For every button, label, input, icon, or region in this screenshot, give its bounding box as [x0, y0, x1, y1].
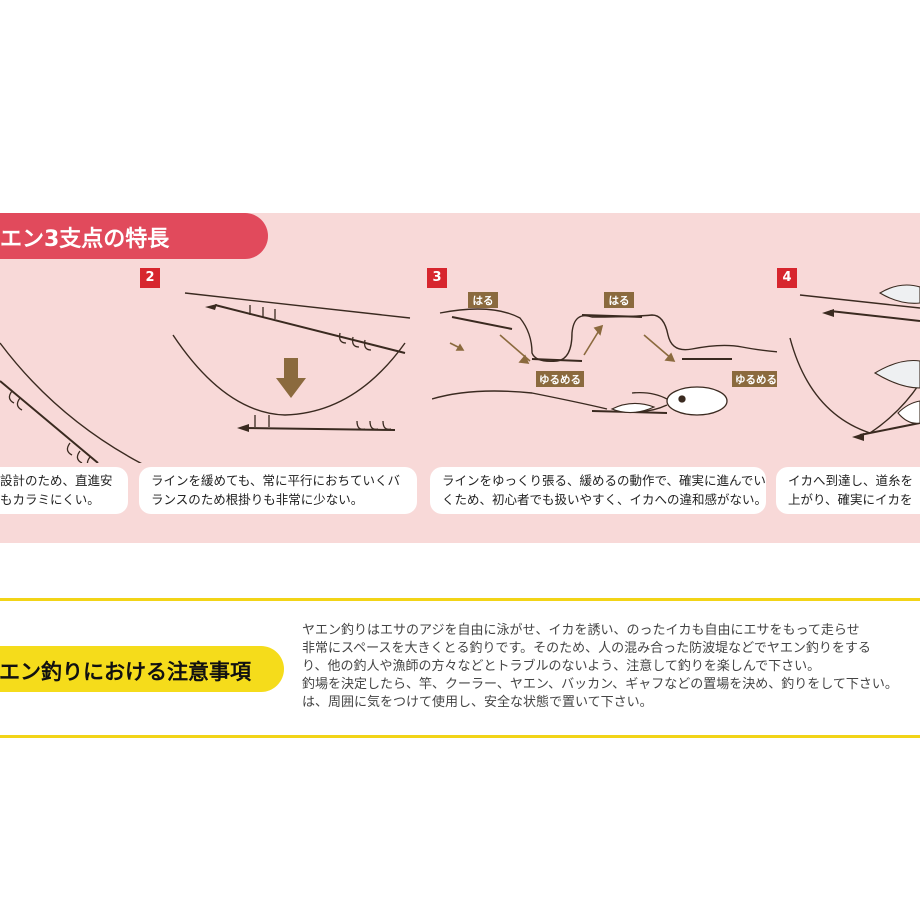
caution-title: ヤエン釣りにおける注意事項	[0, 660, 251, 684]
caution-title-pill: ヤエン釣りにおける注意事項	[0, 646, 284, 692]
svg-text:はる: はる	[473, 295, 494, 307]
caution-bottom-rule	[0, 735, 920, 738]
features-panel: ヤエン3支点の特長 2 3 4	[0, 213, 920, 543]
caution-top-rule	[0, 598, 920, 601]
caution-line: は、周囲に気をつけて使用し、安全な状態で置いて下さい。	[302, 695, 653, 710]
svg-text:はる: はる	[609, 295, 630, 307]
caution-line: り、他の釣人や漁師の方々などとトラブルのないよう、注意して釣りを楽しんで下さい。	[302, 659, 821, 674]
step-3-badge: 3	[427, 268, 447, 288]
caution-body: ヤエン釣りはエサのアジを自由に泳がせ、イカを誘い、のったイカも自由にエサをもって…	[302, 622, 920, 712]
step-1-description: 設計のため、直進安 もカラミにくい。	[0, 467, 128, 514]
caution-line: 非常にスペースを大きくとる釣りです。そのため、人の混み合った防波堤などでヤエン釣…	[302, 641, 871, 656]
fish-icon	[873, 284, 920, 389]
caution-line: ヤエン釣りはエサのアジを自由に泳がせ、イカを誘い、のったイカも自由にエサをもって…	[302, 623, 860, 638]
step-4-description: イカへ到達し、道糸を 上がり、確実にイカを	[776, 467, 920, 514]
caution-section: ヤエン釣りにおける注意事項 ヤエン釣りはエサのアジを自由に泳がせ、イカを誘い、の…	[0, 598, 920, 740]
pull-tag-1: はる	[468, 292, 498, 308]
caution-line: 釣場を決定したら、竿、クーラー、ヤエン、バッカン、ギャフなどの置場を決め、釣りを…	[302, 677, 898, 692]
step-2-description: ラインを緩めても、常に平行におちていくバ ランスのため根掛りも非常に少ない。	[139, 467, 417, 514]
step-4-diagram	[789, 284, 920, 441]
down-arrow-icon	[276, 358, 306, 398]
features-title-pill: ヤエン3支点の特長	[0, 213, 268, 259]
svg-text:ゆるめる: ゆるめる	[539, 374, 581, 386]
step-3-description: ラインをゆっくり張る、緩めるの動作で、確実に進んでい くため、初心者でも扱いやす…	[430, 467, 766, 514]
step-2-diagram	[172, 292, 411, 432]
step-1-diagram	[0, 342, 142, 463]
squid-icon	[631, 386, 728, 416]
loosen-tag-2: ゆるめる	[732, 371, 777, 387]
svg-text:ゆるめる: ゆるめる	[735, 374, 777, 386]
step-2-badge: 2	[140, 268, 160, 288]
features-title: ヤエン3支点の特長	[0, 227, 170, 252]
loosen-tag-1: ゆるめる	[536, 371, 584, 387]
pull-tag-2: はる	[604, 292, 634, 308]
fish-icon	[610, 402, 656, 414]
squid-icon	[897, 400, 920, 424]
step-4-badge: 4	[777, 268, 797, 288]
step-3-diagram: はる はる ゆるめる ゆるめる	[432, 292, 777, 416]
